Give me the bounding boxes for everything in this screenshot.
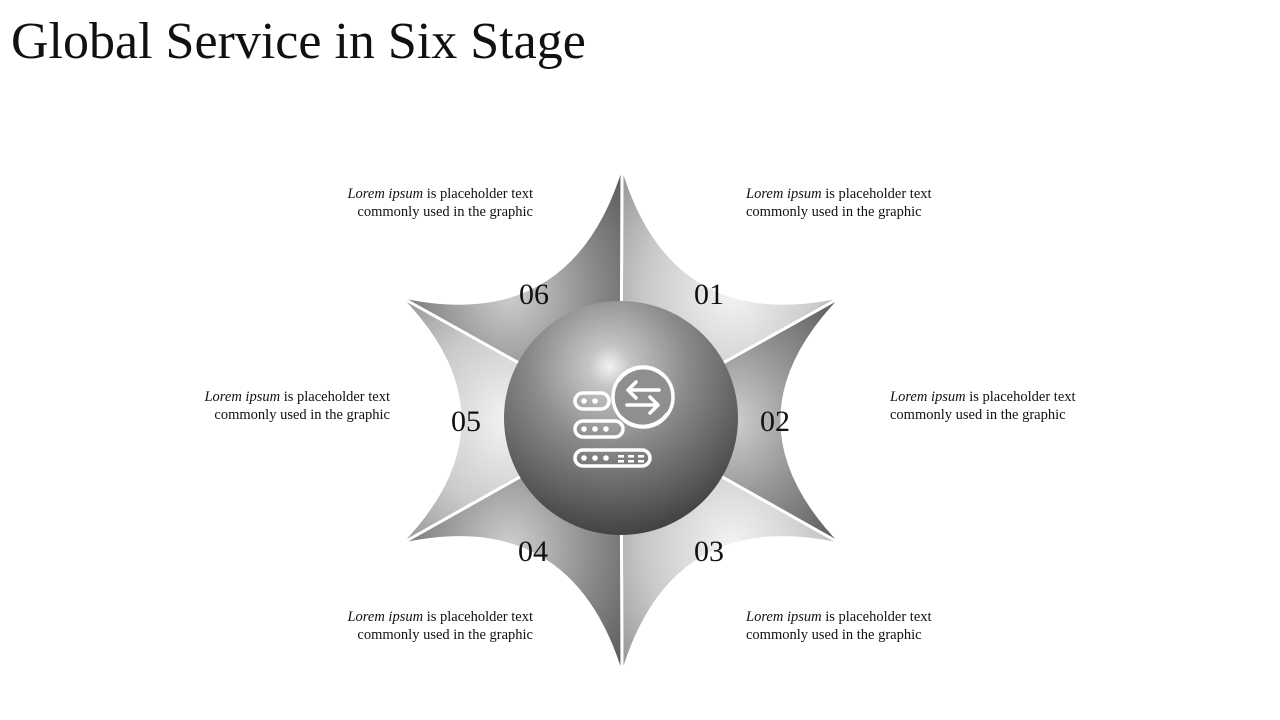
slide-title: Global Service in Six Stage xyxy=(11,13,586,70)
stage-description-lead: Lorem ipsum xyxy=(204,389,281,405)
stage-description-05: Lorem ipsum is placeholder text commonly… xyxy=(200,389,390,424)
stage-description-04: Lorem ipsum is placeholder text commonly… xyxy=(343,609,533,644)
stage-description-text: is placeholder text commonly used in the… xyxy=(890,389,1076,423)
stage-description-lead: Lorem ipsum xyxy=(347,609,424,625)
stage-description-lead: Lorem ipsum xyxy=(746,609,822,625)
stage-description-text: is placeholder text commonly used in the… xyxy=(214,389,390,423)
server-exchange-icon xyxy=(573,365,675,468)
stage-description-06: Lorem ipsum is placeholder text commonly… xyxy=(343,186,533,221)
stage-description-lead: Lorem ipsum xyxy=(890,389,966,405)
stage-number-02: 02 xyxy=(760,405,790,438)
stage-description-text: is placeholder text commonly used in the… xyxy=(746,186,932,220)
stage-description-text: is placeholder text commonly used in the… xyxy=(357,186,533,220)
stage-number-05: 05 xyxy=(451,405,481,438)
stage-number-06: 06 xyxy=(519,278,549,311)
stage-description-lead: Lorem ipsum xyxy=(347,186,424,202)
stage-description-01: Lorem ipsum is placeholder text commonly… xyxy=(746,186,936,221)
stage-number-03: 03 xyxy=(694,535,724,568)
stage-description-text: is placeholder text commonly used in the… xyxy=(746,609,932,643)
stage-number-04: 04 xyxy=(518,535,548,568)
stage-description-03: Lorem ipsum is placeholder text commonly… xyxy=(746,609,936,644)
stage-number-01: 01 xyxy=(694,278,724,311)
stage-description-02: Lorem ipsum is placeholder text commonly… xyxy=(890,389,1080,424)
stage-description-lead: Lorem ipsum xyxy=(746,186,822,202)
stage-description-text: is placeholder text commonly used in the… xyxy=(357,609,533,643)
stage-numbers: 01 02 03 04 05 06 xyxy=(451,278,790,568)
